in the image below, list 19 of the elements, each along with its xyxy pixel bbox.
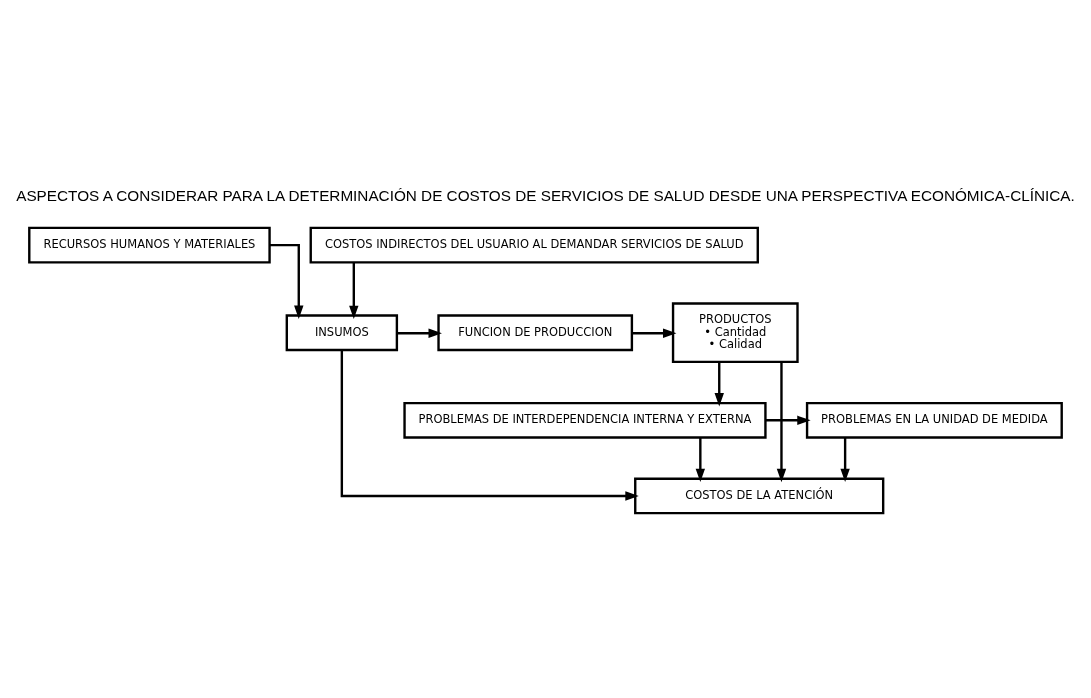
- node-box: PRODUCTOS • Cantidad • Calidad: [671, 302, 799, 364]
- node-box: RECURSOS HUMANOS Y MATERIALES: [28, 226, 271, 264]
- arrow: [340, 350, 639, 501]
- arrow: [269, 243, 304, 320]
- node-box: FUNCION DE PRODUCCION: [437, 314, 634, 352]
- node-box: COSTOS INDIRECTOS DEL USUARIO AL DEMANDAR SERVICIOS DE SALUD: [309, 226, 759, 264]
- diagram-title: ASPECTOS A CONSIDERAR PARA LA DETERMINACIÓN DE COSTOS DE SERVICIOS DE SALUD DESDE UNA PERSPECTIVA ECONÓMICA-CLÍNICA.: [16, 186, 1075, 204]
- node-box: INSUMOS: [285, 314, 399, 352]
- arrow: [840, 437, 850, 483]
- node-box: PROBLEMAS EN LA UNIDAD DE MEDIDA: [805, 401, 1063, 439]
- arrow: [695, 437, 706, 483]
- arrow: [765, 415, 811, 425]
- node-box: COSTOS DE LA ATENCIÓN: [634, 477, 885, 515]
- arrow: [632, 328, 677, 338]
- node-box: PROBLEMAS DE INTERDEPENDENCIA INTERNA Y EXTERNA: [403, 401, 767, 439]
- arrow: [776, 362, 787, 483]
- arrow: [714, 362, 724, 407]
- arrow: [397, 328, 442, 338]
- arrow: [349, 262, 359, 320]
